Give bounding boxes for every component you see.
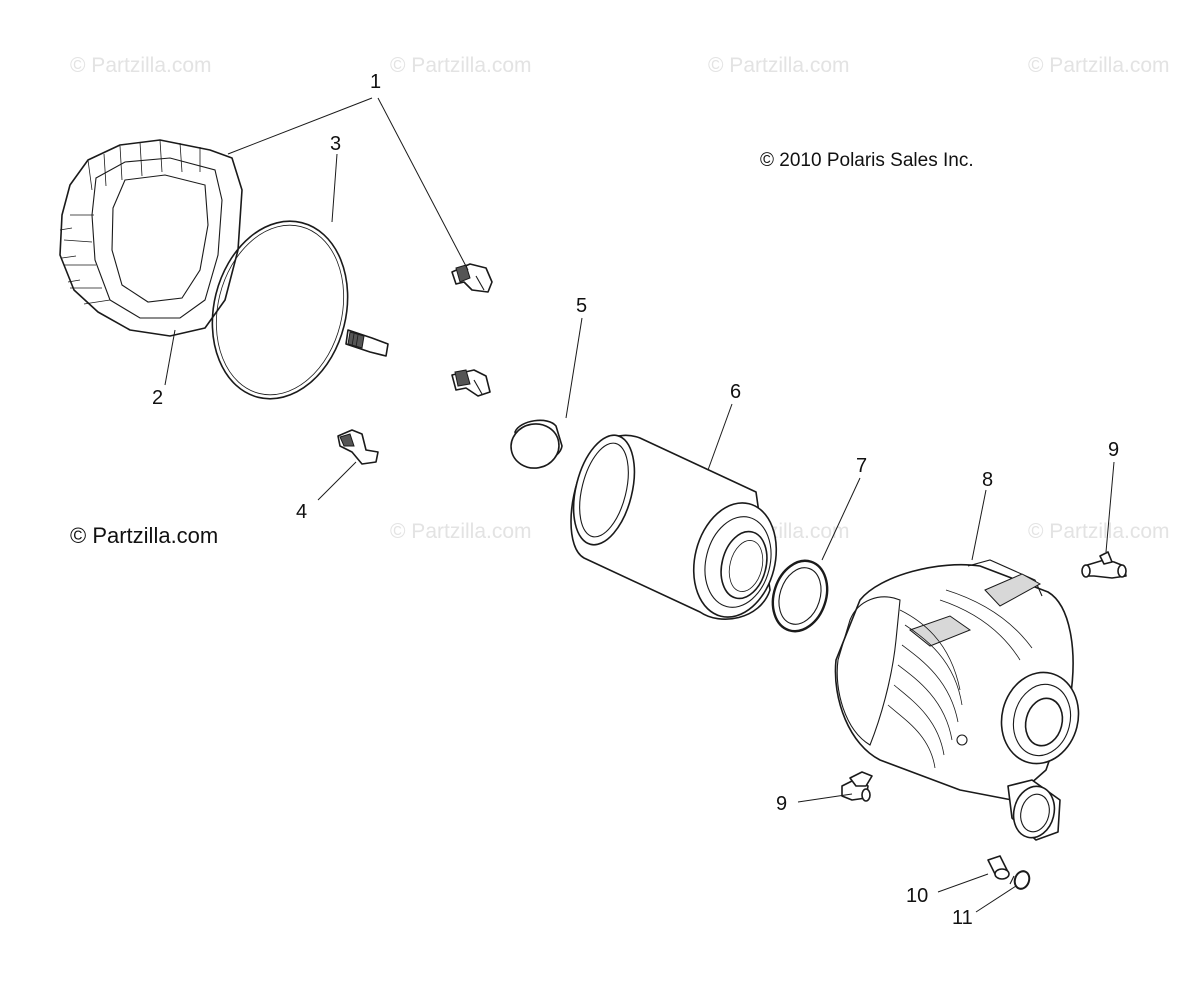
part-clip-upper[interactable] [451,263,493,293]
part-air-filter[interactable] [563,429,788,626]
callout-4: 4 [296,501,307,523]
part-seal-ring[interactable] [764,554,836,639]
part-o-ring-seal[interactable] [194,207,366,414]
callout-11: 11 [952,907,973,929]
part-airbox-housing[interactable] [834,559,1088,842]
part-hose-clamp[interactable] [1009,869,1032,891]
copyright-text: © 2010 Polaris Sales Inc. [760,150,974,171]
part-elbow-fitting-lower[interactable] [841,771,873,802]
callout-1: 1 [370,71,381,93]
watermark: © Partzilla.com [390,520,532,543]
part-drain-plug[interactable] [987,855,1010,880]
watermark: © Partzilla.com [708,54,850,77]
part-elbow-fitting-upper[interactable] [1081,551,1127,579]
watermark: © Partzilla.com [390,54,532,77]
callout-7: 7 [856,455,867,477]
part-airbox-cover[interactable] [59,139,243,337]
leader-lines [164,97,1115,913]
callout-5: 5 [576,295,587,317]
callout-8: 8 [982,469,993,491]
callout-3: 3 [330,133,341,155]
site-credit: © Partzilla.com [70,523,218,548]
part-fastener[interactable] [345,329,389,357]
callout-9-upper: 9 [1108,439,1119,461]
callout-6: 6 [730,381,741,403]
callout-2: 2 [152,387,163,409]
watermark: © Partzilla.com [70,54,212,77]
part-clip-lower[interactable] [337,429,379,465]
watermark: © Partzilla.com [1028,520,1170,543]
part-filter-cap[interactable] [508,419,563,472]
callout-9-lower: 9 [776,793,787,815]
callout-10: 10 [906,885,928,907]
part-clip-middle[interactable] [451,369,491,397]
watermark: © Partzilla.com [1028,54,1170,77]
